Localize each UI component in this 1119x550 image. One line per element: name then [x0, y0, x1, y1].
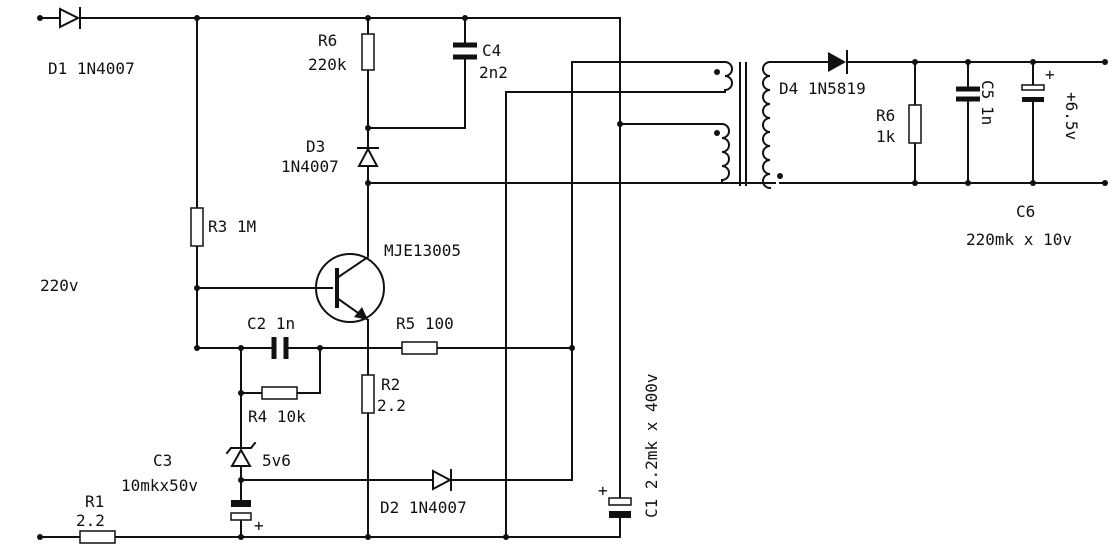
label-c5-name: C5 [978, 80, 997, 99]
resistor-r6-out-symbol [908, 104, 922, 144]
label-c1: C1 2.2mk x 400v [642, 374, 661, 519]
diode-d2-symbol [432, 469, 453, 491]
label-r1-name: R1 [85, 492, 104, 511]
label-r2-value: 2.2 [377, 396, 406, 415]
diode-d3-symbol [357, 146, 379, 167]
label-r6-out-name: R6 [876, 106, 895, 125]
capacitor-c3-symbol [230, 500, 252, 521]
capacitor-c1-symbol [608, 497, 632, 518]
label-transistor: MJE13005 [384, 241, 461, 260]
resistor-r4-symbol [261, 386, 298, 400]
capacitor-c2-symbol [271, 337, 289, 359]
label-c3-plus: + [254, 516, 264, 535]
transformer-symbol [714, 60, 783, 190]
label-r5: R5 100 [396, 314, 454, 333]
label-c6-value: 220mk x 10v [966, 230, 1072, 249]
label-d3-value: 1N4007 [281, 157, 339, 176]
diode-d4-symbol [828, 50, 848, 74]
label-c4-value: 2n2 [479, 63, 508, 82]
label-r2-name: R2 [381, 375, 400, 394]
label-c2: C2 1n [247, 314, 295, 333]
label-c6-name: C6 [1016, 202, 1035, 221]
wires [39, 17, 1106, 538]
label-c3-name: C3 [153, 451, 172, 470]
resistor-r2-symbol [361, 374, 375, 414]
resistor-r6-top-symbol [361, 33, 375, 71]
resistor-r5-symbol [401, 341, 438, 355]
label-input-voltage: 220v [40, 276, 79, 295]
label-c5-value: 1n [978, 106, 997, 125]
label-c3-value: 10mkx50v [121, 476, 198, 495]
diode-d1-symbol [59, 7, 81, 29]
label-c6-plus: + [1045, 65, 1055, 84]
transistor-symbol [315, 253, 385, 323]
resistor-r1-symbol [79, 530, 116, 544]
label-r6-out-value: 1k [876, 127, 896, 146]
junction-dots [37, 15, 1108, 540]
label-d1: D1 1N4007 [48, 59, 135, 78]
capacitor-c6-symbol [1021, 84, 1045, 102]
label-r6-top-value: 220k [308, 55, 347, 74]
resistor-r3-symbol [190, 207, 204, 247]
label-d4: D4 1N5819 [779, 79, 866, 98]
label-c1-plus: + [598, 481, 608, 500]
label-r3: R3 1M [208, 217, 256, 236]
zener-symbol [225, 441, 257, 467]
label-d3-name: D3 [306, 137, 325, 156]
label-r6-top-name: R6 [318, 31, 337, 50]
label-c4-name: C4 [482, 41, 501, 60]
label-r4: R4 10k [248, 407, 306, 426]
label-r1-value: 2.2 [76, 511, 105, 530]
label-d2: D2 1N4007 [380, 498, 467, 517]
label-zener: 5v6 [262, 451, 291, 470]
capacitor-c5-symbol [956, 86, 980, 102]
label-output-voltage: +6.5v [1062, 92, 1081, 140]
capacitor-c4-symbol [453, 42, 477, 60]
